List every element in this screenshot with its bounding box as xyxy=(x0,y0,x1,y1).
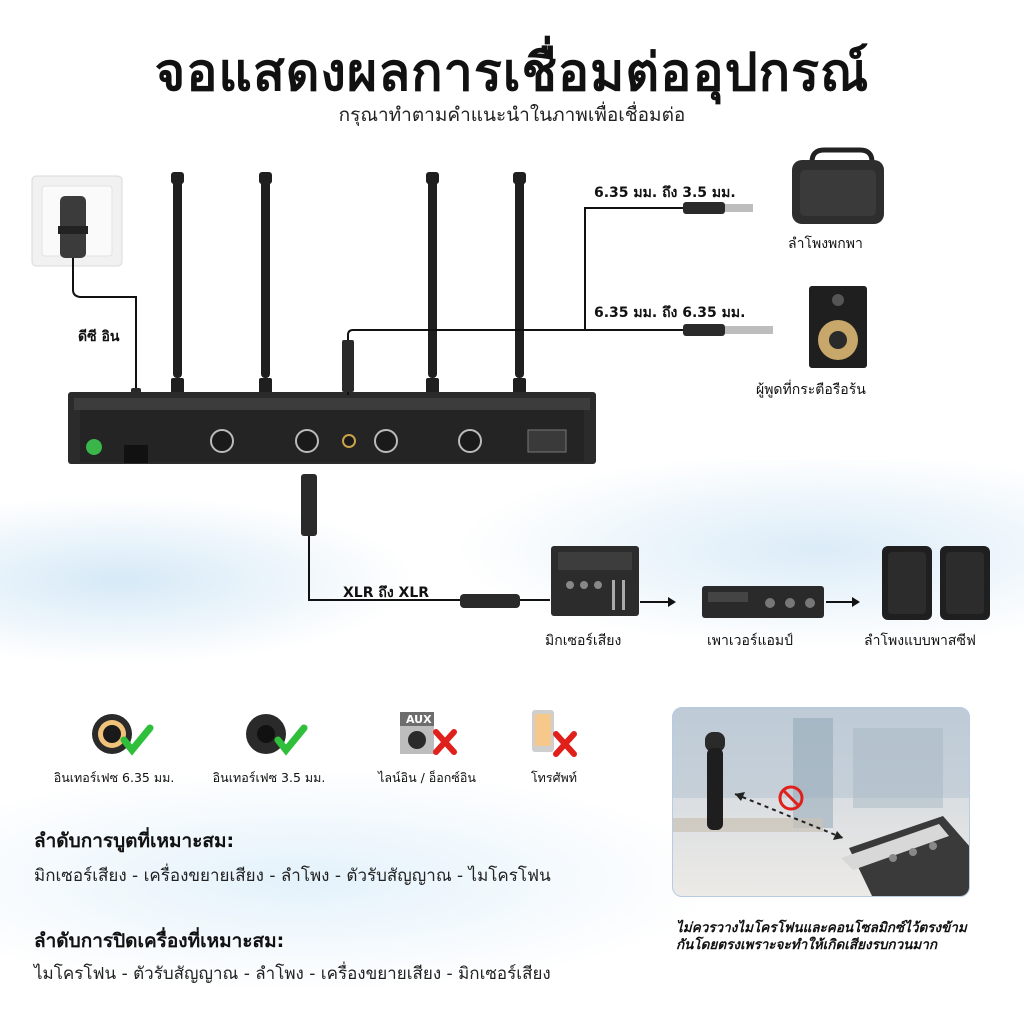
xlr-plug-icon xyxy=(460,594,520,608)
portable-speaker-icon xyxy=(792,147,884,224)
passive-speakers-icon xyxy=(882,546,990,620)
shutdown-order-text: ไมโครโฟน - ตัวรับสัญญาณ - ลำโพง - เครื่อ… xyxy=(34,964,551,984)
power-amp-icon xyxy=(702,586,824,618)
boot-order-title: ลำดับการบูตที่เหมาะสม: xyxy=(34,830,235,852)
placement-photo xyxy=(672,707,970,897)
xlr-label: XLR ถึง XLR xyxy=(343,585,430,601)
compat-label-aux: ไลน์อิน / อ็อกซ์อิน xyxy=(378,770,476,785)
mixer-label: มิกเซอร์เสียง xyxy=(545,633,622,649)
passive-speakers-label: ลำโพงแบบพาสซีฟ xyxy=(864,633,976,649)
placement-warning: ไม่ควรวางไมโครโฟนและคอนโซลมิกซ์ไว้ตรงข้า… xyxy=(676,920,967,953)
aux-port-icon xyxy=(400,712,434,754)
active-speaker-icon xyxy=(809,286,867,368)
cross-icon xyxy=(553,731,577,757)
wall-socket-icon xyxy=(31,175,123,267)
jack-3-5-socket-icon xyxy=(246,714,286,754)
cable-6-35-label: 6.35 มม. ถึง 6.35 มม. xyxy=(594,305,746,321)
aux-badge: AUX xyxy=(406,713,432,726)
compat-label-3-5: อินเทอร์เฟซ 3.5 มม. xyxy=(212,770,326,785)
check-icon xyxy=(274,724,308,756)
compat-label-6-35: อินเทอร์เฟซ 6.35 มม. xyxy=(53,770,175,785)
portable-speaker-label: ลำโพงพกพา xyxy=(788,236,863,252)
no-sign-icon xyxy=(778,785,804,811)
active-speaker-label: ผู้พูดที่กระตือรือร้น xyxy=(756,382,866,398)
shutdown-order-title: ลำดับการปิดเครื่องที่เหมาะสม: xyxy=(34,930,285,952)
boot-order-text: มิกเซอร์เสียง - เครื่องขยายเสียง - ลำโพง… xyxy=(34,866,551,886)
page-title: จอแสดงผลการเชื่อมต่ออุปกรณ์ xyxy=(154,43,870,103)
cable-3-5-label: 6.35 มม. ถึง 3.5 มม. xyxy=(594,185,736,201)
compat-label-phone: โทรศัพท์ xyxy=(530,770,578,785)
mixer-console-icon xyxy=(841,816,969,896)
audio-mixer-icon xyxy=(551,546,639,616)
check-icon xyxy=(120,724,154,756)
page-subtitle: กรุณาทำตามคำแนะนำในภาพเพื่อเชื่อมต่อ xyxy=(338,104,686,126)
phone-icon xyxy=(532,710,554,752)
jack-3-5-icon xyxy=(683,202,753,214)
jack-6-35-socket-icon xyxy=(92,714,132,754)
connection-diagram xyxy=(31,147,990,620)
cable-6-35-to-3-5 xyxy=(347,207,683,395)
cross-icon xyxy=(433,729,457,755)
compatibility-icons xyxy=(92,710,577,757)
power-amp-label: เพาเวอร์แอมป์ xyxy=(707,633,793,649)
receiver-unit xyxy=(68,392,596,464)
dc-in-label: ดีซี อิน xyxy=(78,329,120,345)
dc-cable xyxy=(72,258,137,392)
jack-6-35-icon xyxy=(683,324,773,336)
microphone-icon xyxy=(705,732,725,830)
